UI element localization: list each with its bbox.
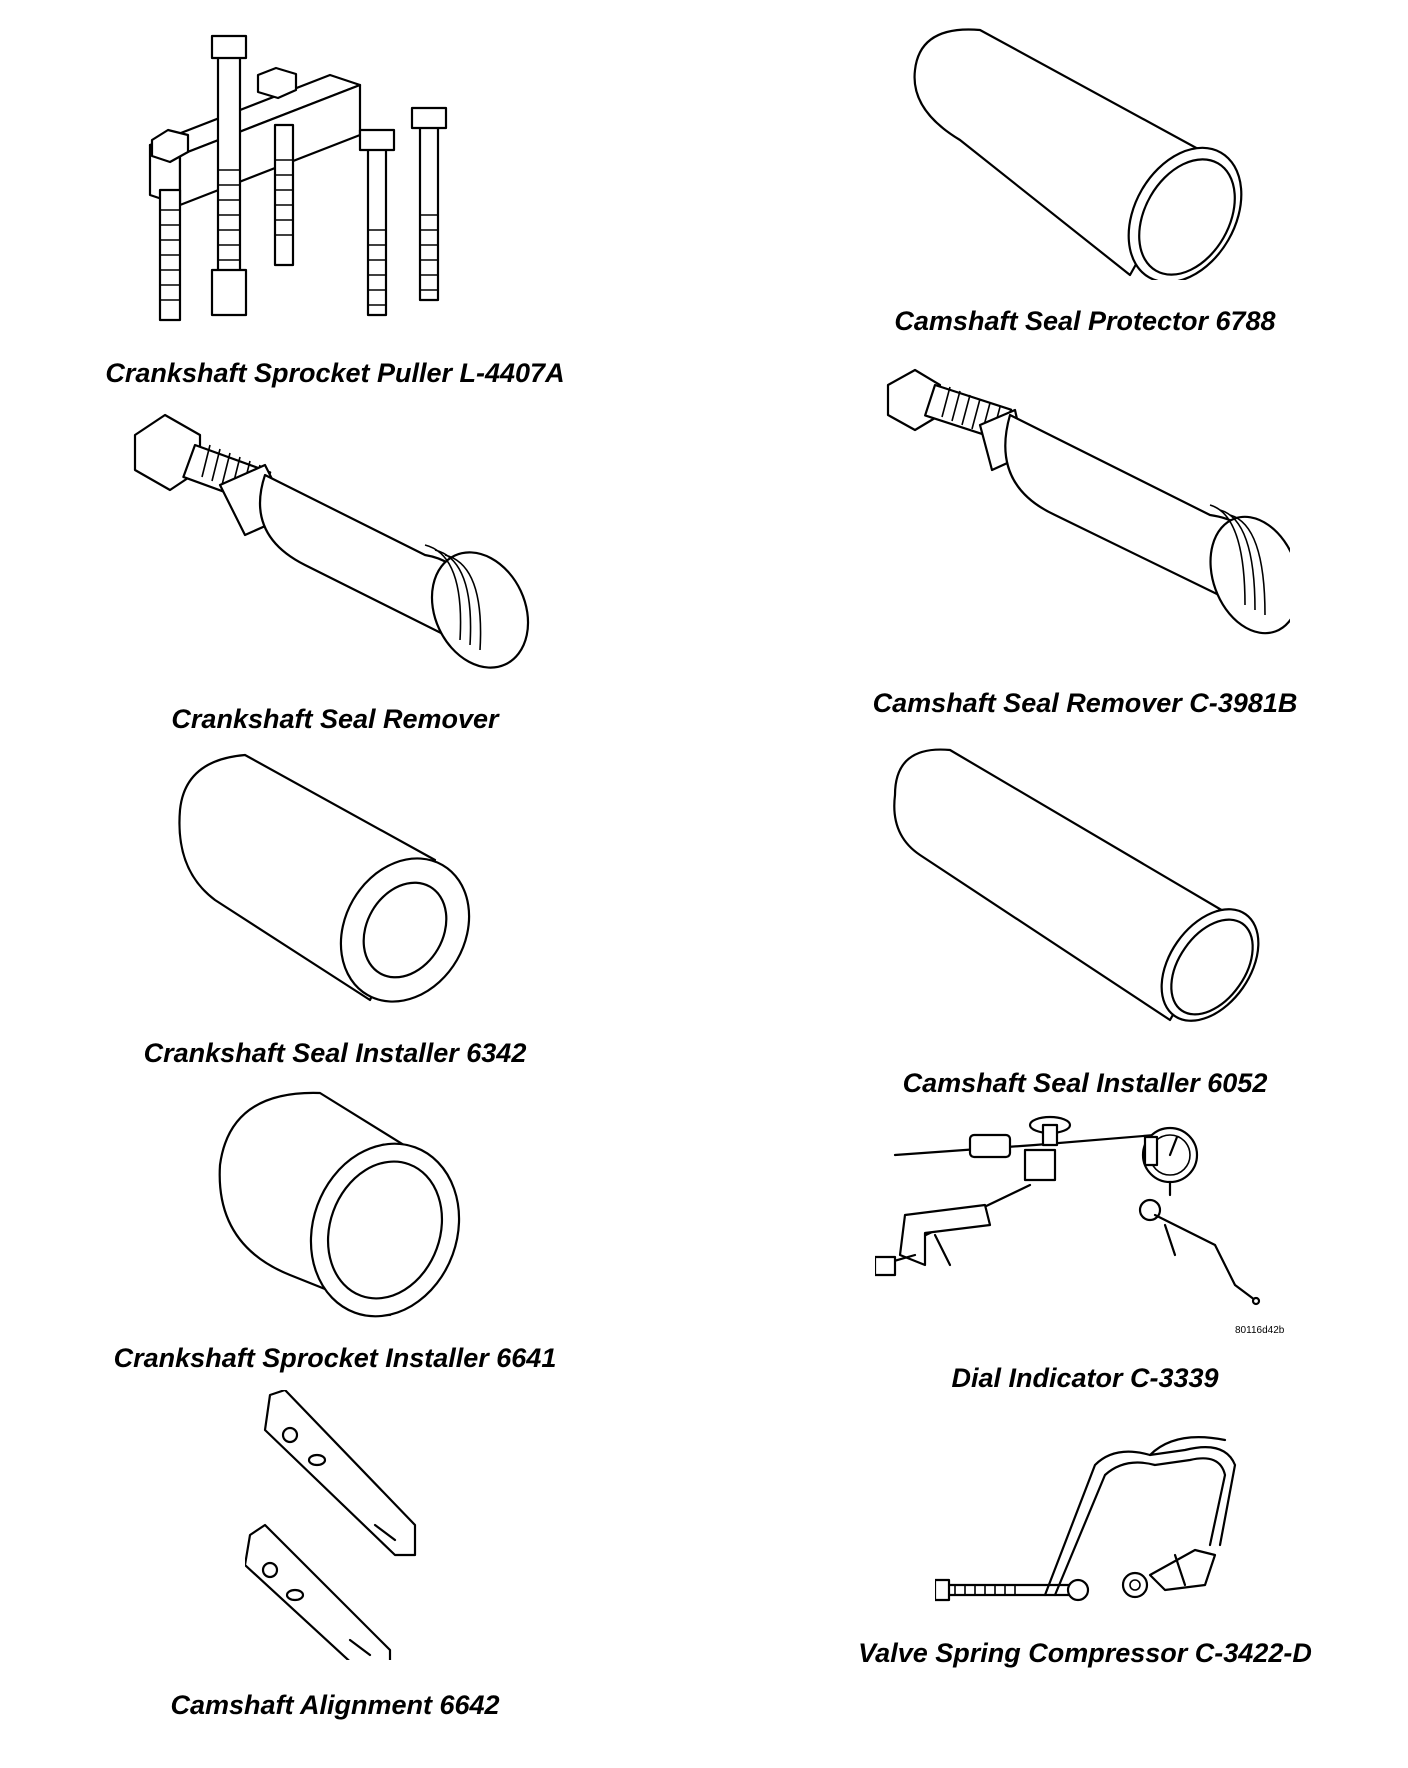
tool-caption: Crankshaft Seal Installer 6342 — [143, 1038, 527, 1068]
tool-caption: Camshaft Seal Protector 6788 — [894, 306, 1276, 336]
crankshaft-sprocket-puller-illustration — [140, 30, 520, 325]
tool-caption: Crankshaft Seal Remover — [171, 704, 499, 734]
figure-code: 80116d42b — [1235, 1325, 1285, 1336]
crankshaft-seal-installer-illustration — [175, 750, 495, 1020]
tool-caption: Valve Spring Compressor C-3422-D — [858, 1638, 1312, 1668]
tool-caption: Crankshaft Sprocket Installer 6641 — [113, 1343, 557, 1373]
crankshaft-sprocket-installer-illustration — [210, 1085, 470, 1325]
camshaft-alignment-illustration — [245, 1390, 425, 1660]
tool-caption: Dial Indicator C-3339 — [951, 1363, 1219, 1393]
dial-indicator-illustration — [875, 1115, 1275, 1315]
tool-caption: Camshaft Seal Installer 6052 — [902, 1068, 1268, 1098]
camshaft-seal-protector-illustration — [910, 20, 1270, 280]
tool-caption: Crankshaft Sprocket Puller L-4407A — [105, 358, 565, 388]
valve-spring-compressor-illustration — [935, 1435, 1245, 1610]
crankshaft-seal-remover-illustration — [125, 405, 535, 675]
tool-caption: Camshaft Alignment 6642 — [170, 1690, 500, 1720]
tool-caption: Camshaft Seal Remover C-3981B — [872, 688, 1298, 718]
camshaft-seal-installer-illustration — [890, 745, 1280, 1025]
camshaft-seal-remover-illustration — [880, 365, 1290, 645]
